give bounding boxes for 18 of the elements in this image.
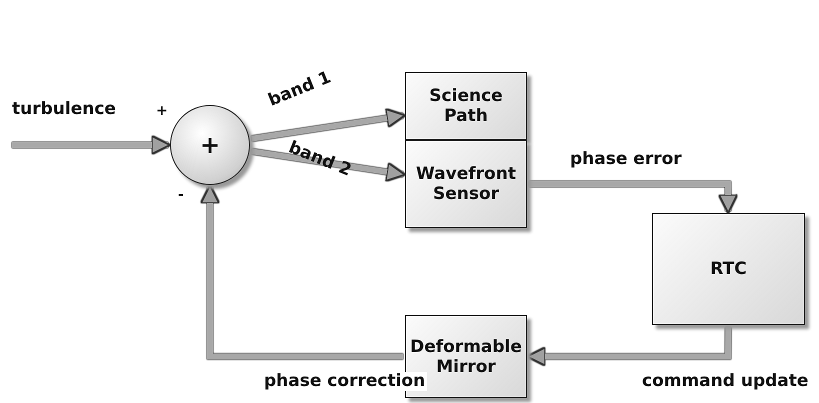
edge-label: phase correction: [262, 372, 428, 391]
box-label: RTC: [709, 259, 748, 279]
arrow: [251, 148, 406, 182]
box-label: Science Path: [428, 86, 504, 126]
process-box: [405, 140, 527, 228]
process-box: [652, 213, 805, 325]
box-label: Wavefront Sensor: [415, 164, 517, 204]
arrow: [251, 108, 406, 142]
edge-label: command update: [640, 372, 810, 391]
arrow: [529, 181, 738, 214]
sign-label: +: [155, 104, 169, 120]
arrow: [200, 184, 403, 360]
arrow: [12, 135, 171, 155]
edge-label: phase error: [568, 150, 684, 169]
process-box: [405, 72, 527, 140]
sign-label: -: [177, 188, 185, 204]
operator-sign: +: [198, 131, 222, 159]
arrow: [526, 326, 732, 366]
